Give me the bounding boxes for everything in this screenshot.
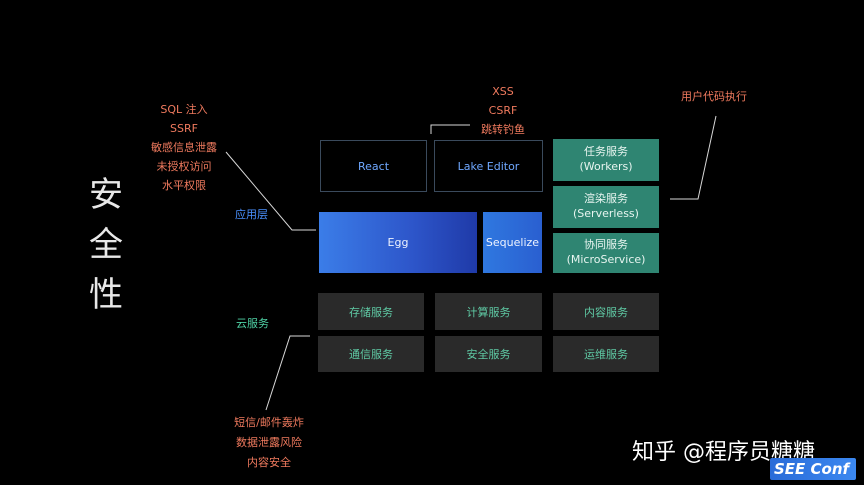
threat-item: 短信/邮件轰炸: [234, 416, 304, 429]
app-threat-list: SQL 注入 SSRF 敏感信息泄露 未授权访问 水平权限: [134, 104, 234, 199]
workers-box: 任务服务 (Workers): [553, 139, 659, 181]
cloud-service-box: 运维服务: [553, 336, 659, 372]
react-box: React: [320, 140, 427, 192]
app-layer-label: 应用层: [235, 208, 268, 221]
title-char: 性: [89, 275, 123, 315]
sequelize-box: Sequelize: [483, 212, 542, 273]
threat-item: 跳转钓鱼: [481, 123, 525, 136]
threat-item: CSRF: [488, 104, 518, 117]
title-char: 全: [89, 225, 123, 265]
cloud-service-box: 安全服务: [435, 336, 542, 372]
threat-item: 未授权访问: [156, 160, 212, 173]
workers-subtitle: (Workers): [579, 160, 633, 173]
microservice-title: 协同服务: [584, 238, 628, 252]
cloud-service-box: 内容服务: [553, 293, 659, 330]
lake-editor-box: Lake Editor: [434, 140, 543, 192]
threat-item: 用户代码执行: [681, 90, 747, 103]
threat-item: 内容安全: [247, 456, 291, 469]
connector-app-threats: [225, 151, 316, 231]
threat-item: SQL 注入: [160, 103, 208, 116]
serverless-title: 渲染服务: [584, 192, 628, 206]
connector-user-code: [670, 115, 717, 200]
cloud-layer-label: 云服务: [236, 317, 269, 330]
connector-cloud-threats: [265, 335, 310, 411]
cloud-service-box: 计算服务: [435, 293, 542, 330]
cloud-threat-list: 短信/邮件轰炸 数据泄露风险 内容安全: [222, 417, 316, 477]
microservice-box: 协同服务 (MicroService): [553, 233, 659, 273]
cloud-service-box: 通信服务: [318, 336, 424, 372]
microservice-subtitle: (MicroService): [566, 253, 646, 266]
threat-item: 水平权限: [162, 179, 206, 192]
threat-item: 敏感信息泄露: [151, 141, 217, 154]
see-conf-logo: [770, 458, 856, 480]
serverless-subtitle: (Serverless): [573, 207, 639, 220]
threat-item: SSRF: [170, 122, 198, 135]
threat-item: XSS: [492, 85, 514, 98]
connector-frontend-threats: [430, 124, 470, 134]
title-char: 安: [89, 175, 123, 215]
egg-box: Egg: [319, 212, 477, 273]
serverless-box: 渲染服务 (Serverless): [553, 186, 659, 228]
frontend-threat-list: XSS CSRF 跳转钓鱼: [473, 86, 533, 143]
workers-title: 任务服务: [584, 145, 628, 159]
see-conf-text: SEE Conf: [774, 460, 850, 478]
cloud-service-box: 存储服务: [318, 293, 424, 330]
threat-item: 数据泄露风险: [236, 436, 302, 449]
